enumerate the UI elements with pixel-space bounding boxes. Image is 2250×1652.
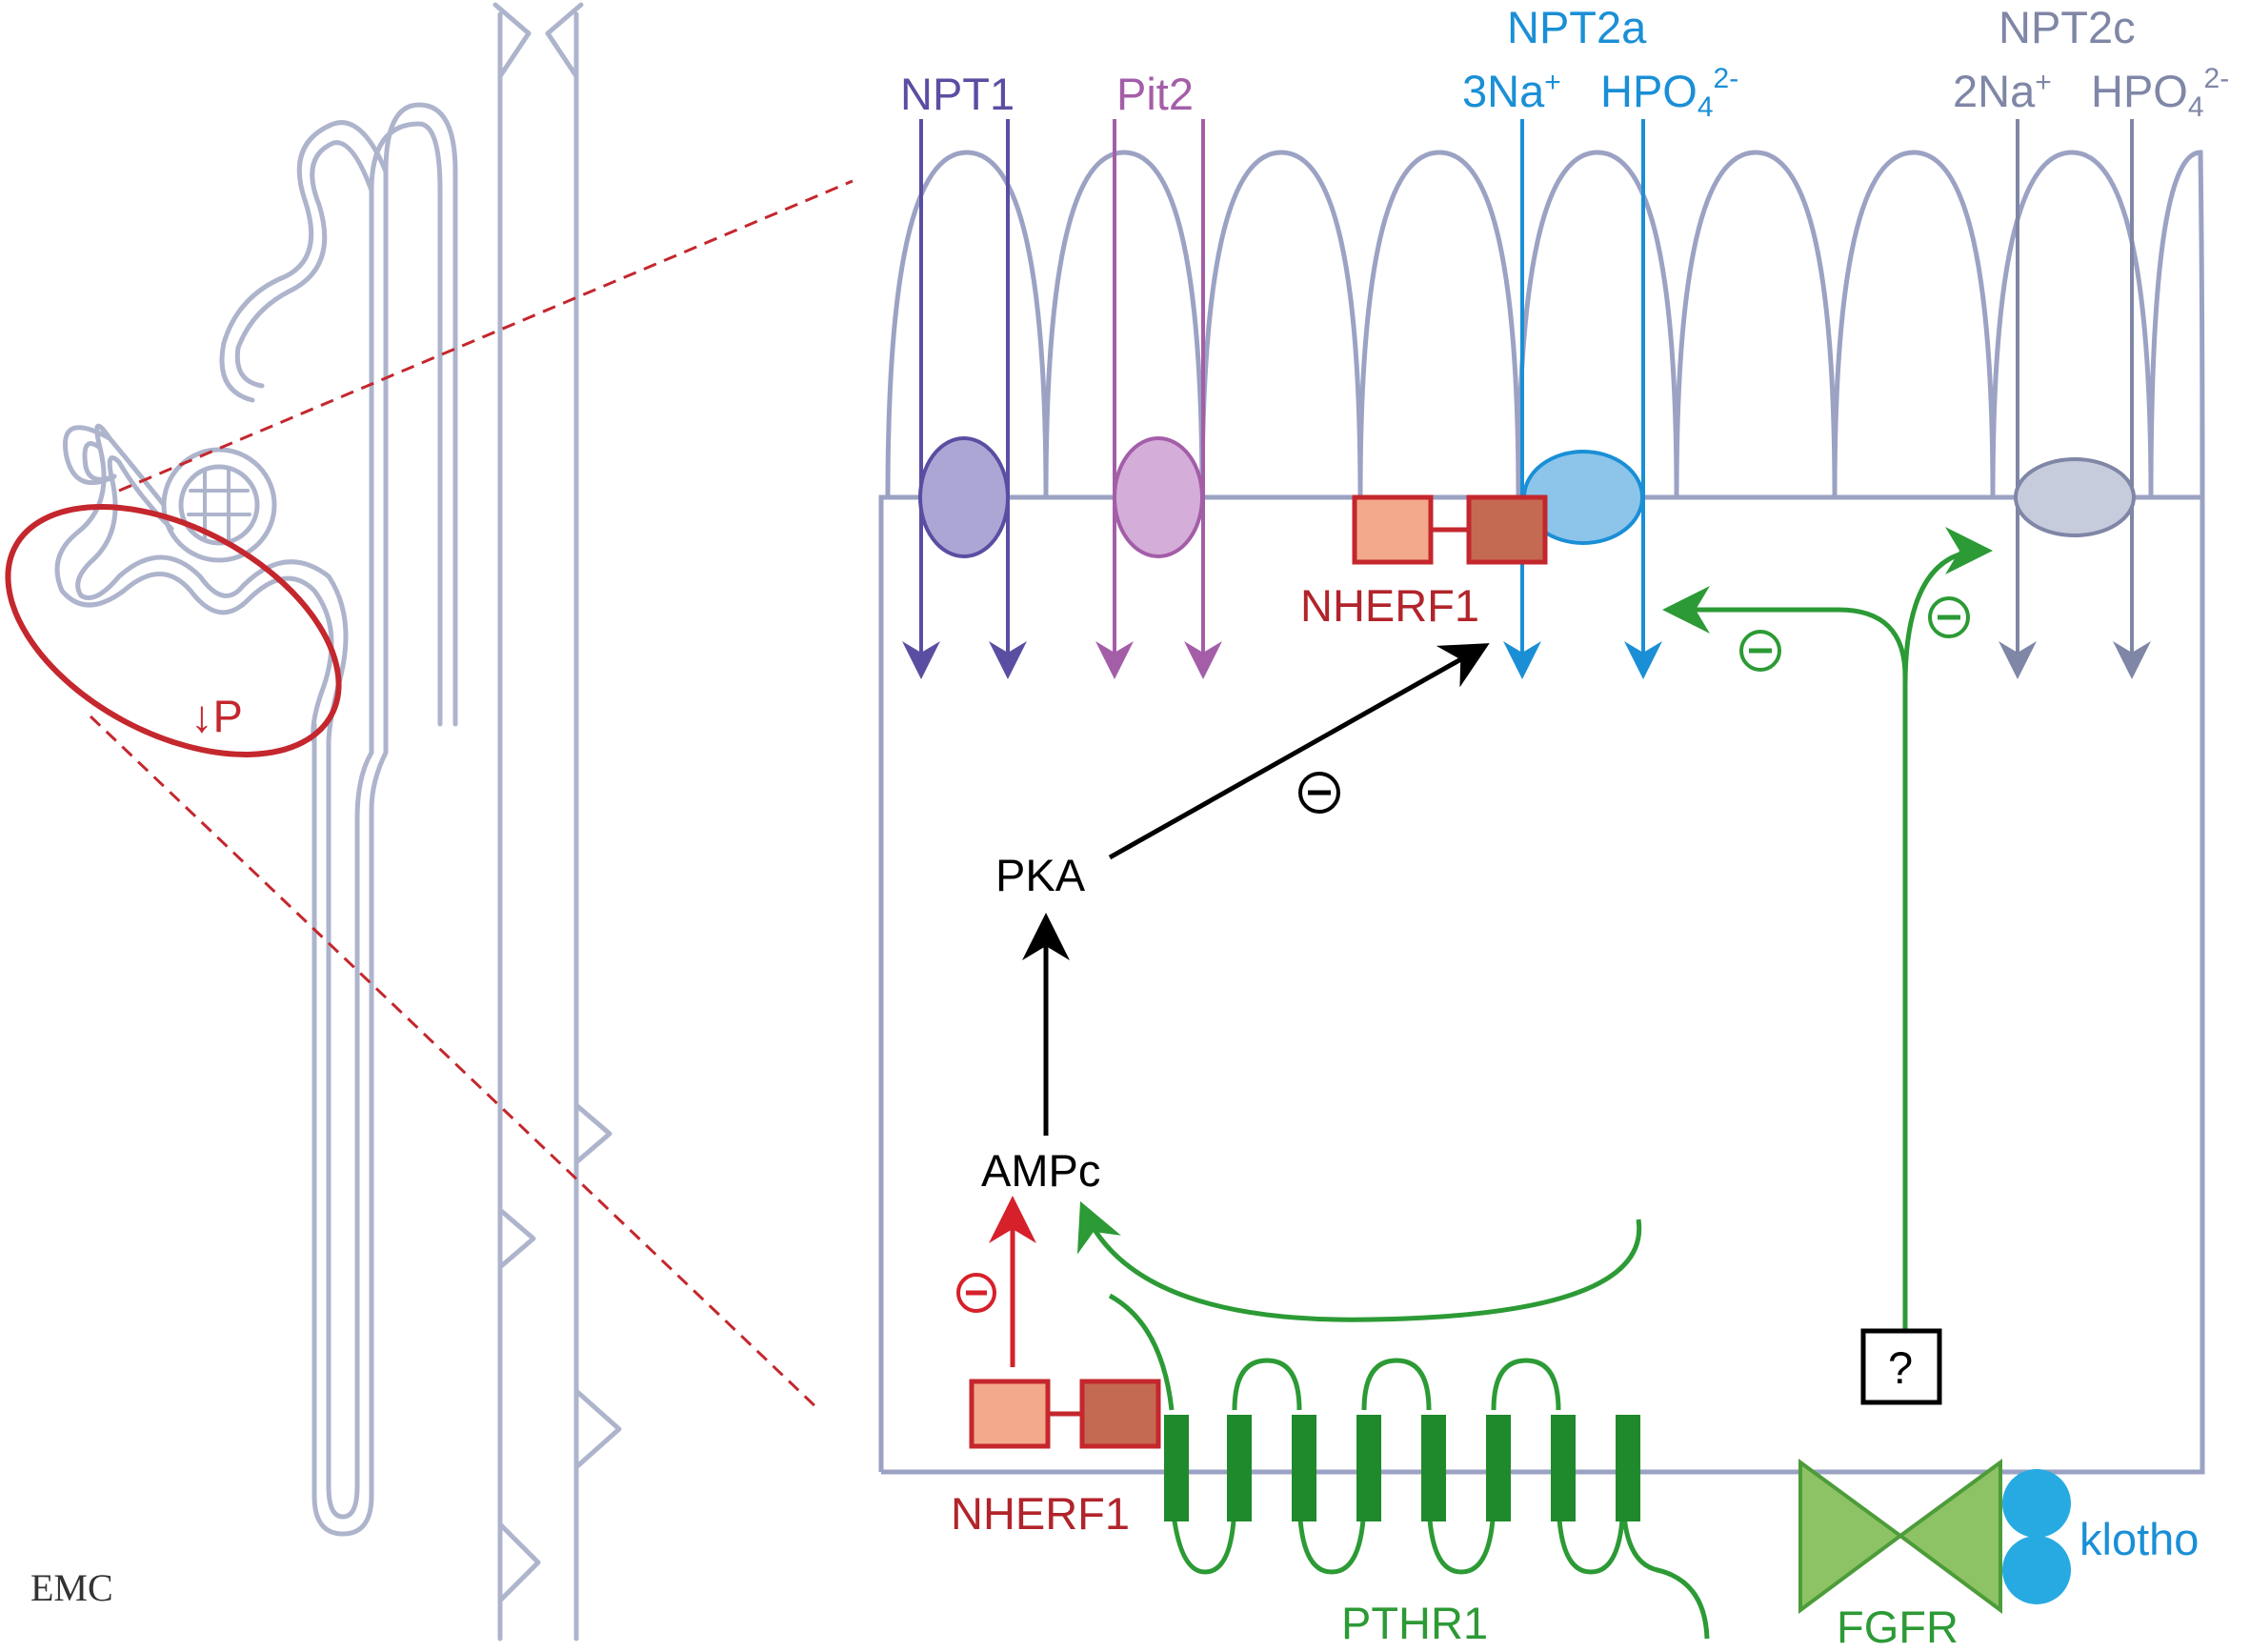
proximal-tubule-highlight (5, 504, 342, 757)
npt2a-sodium-charge: + (1544, 67, 1561, 98)
fgfr-label: FGFR (1837, 1602, 1959, 1652)
nherf1-basolateral-label: NHERF1 (951, 1488, 1130, 1539)
nherf1-basolateral (969, 1379, 1161, 1449)
brush-border-microvilli (878, 150, 2205, 1475)
fgfr-npt2c-minus-sign (1928, 596, 1970, 638)
npt2c-phosphate: HPO (2091, 66, 2188, 116)
nherf1-apical (1352, 494, 1548, 565)
fgfr-signal-path (1662, 586, 1908, 1329)
npt2c-sodium: 2Na (1953, 66, 2036, 116)
zoom-lines (89, 179, 854, 1412)
emc-logo: EMC (30, 1566, 113, 1609)
npt2a-phosphate: HPO (1600, 66, 1698, 116)
npt1-transporter (902, 119, 1027, 679)
fgfr-receptor (1798, 1459, 2002, 1614)
npt2a-transporter (1503, 119, 1662, 679)
npt1-label: NPT1 (900, 69, 1015, 119)
npt2c-phosphate-charge: 2- (2204, 63, 2230, 94)
klotho-label: klotho (2079, 1514, 2199, 1564)
npt2a-label: NPT2a (1507, 2, 1647, 52)
pthr1-label: PTHR1 (1341, 1598, 1488, 1648)
pit2-label: Pit2 (1116, 69, 1194, 119)
nephron-illustration (54, 2, 622, 1642)
npt2a-phosphate-sub: 4 (1698, 91, 1714, 123)
fgfr-npt2c-branch (1902, 527, 1993, 687)
pka-inhibition-arrow (1108, 643, 1490, 860)
fgfr-npt2a-minus-sign (1739, 630, 1781, 672)
pthr1-to-ampc-arrow (1077, 1200, 1642, 1322)
npt2a-phosphate-label: HPO42- (1600, 63, 1738, 123)
phosphate-decrease-label: ↓P (191, 691, 243, 741)
pit2-transporter (1095, 119, 1222, 679)
npt2a-sodium-label: 3Na+ (1462, 66, 1561, 116)
pka-label: PKA (995, 850, 1086, 900)
npt2c-phosphate-sub: 4 (2188, 91, 2204, 123)
npt2c-phosphate-label: HPO42- (2091, 63, 2229, 123)
nherf1-apical-label: NHERF1 (1300, 580, 1479, 631)
klotho-protein (2002, 1469, 2071, 1604)
pthr1-helices (1164, 1415, 1640, 1521)
npt2a-phosphate-charge: 2- (1714, 63, 1739, 94)
unknown-mediator-label: ? (1888, 1342, 1913, 1393)
npt2c-transporter (1999, 119, 2151, 679)
ampc-label: AMPc (981, 1145, 1100, 1196)
nherf1-minus-sign (956, 1273, 996, 1313)
npt2c-label: NPT2c (1999, 2, 2136, 52)
npt2c-sodium-label: 2Na+ (1953, 66, 2052, 116)
pka-minus-sign (1298, 772, 1340, 814)
npt2c-sodium-charge: + (2035, 67, 2052, 98)
unknown-mediator-box (1860, 1328, 1942, 1405)
npt2a-sodium: 3Na (1462, 66, 1545, 116)
pthr1-receptor (1108, 1293, 1710, 1640)
